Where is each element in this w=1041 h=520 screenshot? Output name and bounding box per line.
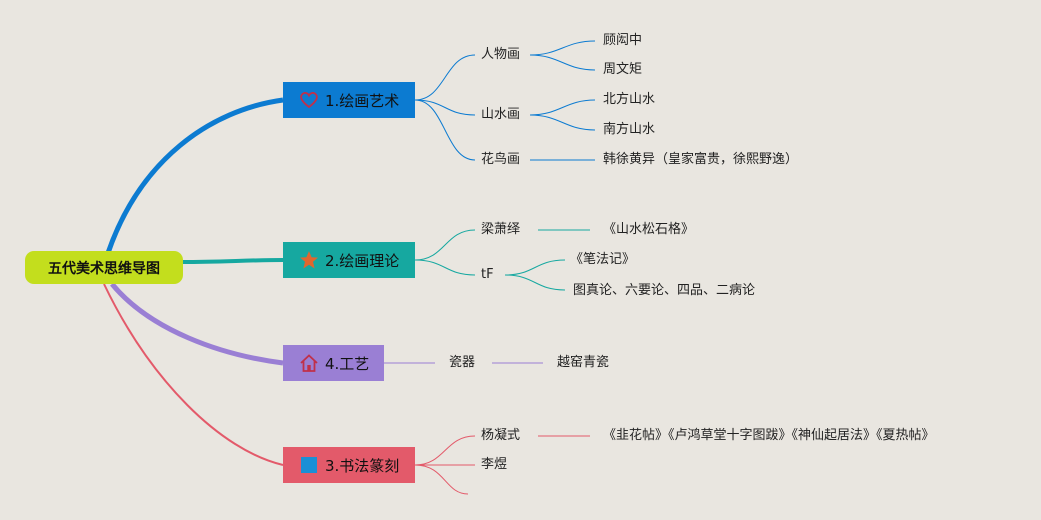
subtopic-bifa-ji[interactable]: 《笔法记》	[570, 252, 636, 267]
link-root-b2	[182, 258, 284, 264]
square-icon	[299, 455, 319, 475]
branch-craft[interactable]: 4.工艺	[283, 345, 384, 381]
subtopic-northern-landscape[interactable]: 北方山水	[603, 92, 656, 107]
subtopic-gu-hongzhong[interactable]: 顾闳中	[603, 33, 643, 48]
branch-label: 3.书法篆刻	[325, 456, 400, 475]
root-node[interactable]: 五代美术思维导图	[25, 251, 183, 284]
root-label: 五代美术思维导图	[48, 260, 160, 277]
branch-label: 2.绘画理论	[325, 251, 400, 270]
branch-painting-theory[interactable]: 2.绘画理论	[283, 242, 415, 278]
branch-label: 1.绘画艺术	[325, 91, 400, 110]
topic-tf[interactable]: tF	[481, 267, 494, 282]
subtopic-shanshui-songshi-ge[interactable]: 《山水松石格》	[603, 222, 695, 237]
link-root-b4	[103, 283, 284, 466]
link-root-b1	[105, 97, 284, 254]
house-icon	[299, 353, 319, 373]
heart-icon	[299, 90, 319, 110]
branch-painting-art[interactable]: 1.绘画艺术	[283, 82, 415, 118]
branch-label: 4.工艺	[325, 354, 370, 373]
subtopic-zhou-wenju[interactable]: 周文矩	[603, 62, 643, 77]
topic-yang-ningshi[interactable]: 杨凝式	[481, 428, 521, 443]
subtopic-huang-xu[interactable]: 韩徐黄异（皇家富贵，徐熙野逸）	[603, 152, 799, 167]
topic-landscape-painting[interactable]: 山水画	[481, 107, 521, 122]
topic-porcelain[interactable]: 瓷器	[449, 355, 476, 370]
topic-figure-painting[interactable]: 人物画	[481, 47, 521, 62]
subtopic-yue-celadon[interactable]: 越窑青瓷	[557, 355, 610, 370]
subtopic-calligraphy-works[interactable]: 《韭花帖》《卢鸿草堂十字图跋》《神仙起居法》《夏热帖》	[603, 428, 935, 443]
subtopic-theories[interactable]: 图真论、六要论、四品、二病论	[573, 283, 756, 298]
star-icon	[299, 250, 319, 270]
subtopic-southern-landscape[interactable]: 南方山水	[603, 122, 656, 137]
topic-liang-xiaoyi[interactable]: 梁萧绎	[481, 222, 521, 237]
link-root-b3	[110, 282, 284, 366]
topic-li-yu[interactable]: 李煜	[481, 457, 508, 472]
branch-calligraphy[interactable]: 3.书法篆刻	[283, 447, 415, 483]
topic-bird-flower-painting[interactable]: 花鸟画	[481, 152, 521, 167]
